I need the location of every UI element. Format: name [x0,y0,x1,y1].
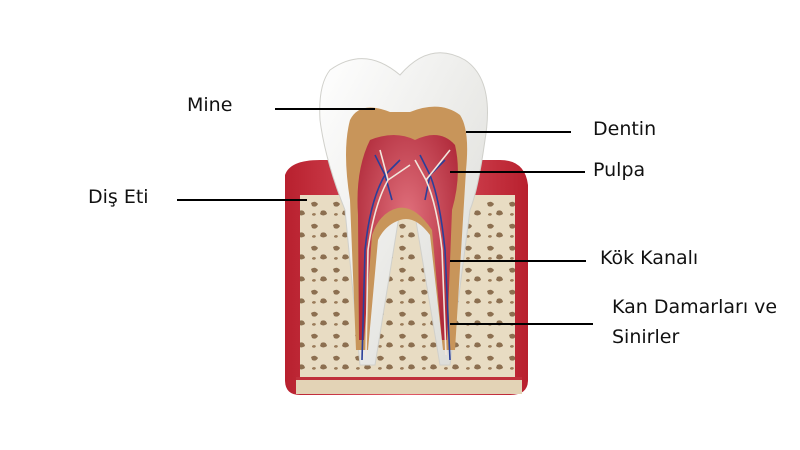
leader-line-kok-kanali [450,260,586,262]
blood-vessels-and-nerves [361,149,451,361]
label-pulpa: Pulpa [593,159,646,181]
label-dis-eti: Diş Eti [88,186,149,208]
label-dentin: Dentin [593,118,657,140]
leader-line-pulpa [450,171,585,173]
leader-line-kan-damarlari [450,323,593,325]
leader-line-mine [275,108,375,110]
label-kan-damarlari-line1: Kan Damarları ve [612,296,778,318]
pulp [357,135,458,340]
leader-line-dentin [466,131,571,133]
label-mine: Mine [187,94,233,116]
label-kok-kanali: Kök Kanalı [600,247,699,269]
leader-line-dis-eti [177,199,307,201]
label-kan-damarlari-line2: Sinirler [612,326,680,348]
